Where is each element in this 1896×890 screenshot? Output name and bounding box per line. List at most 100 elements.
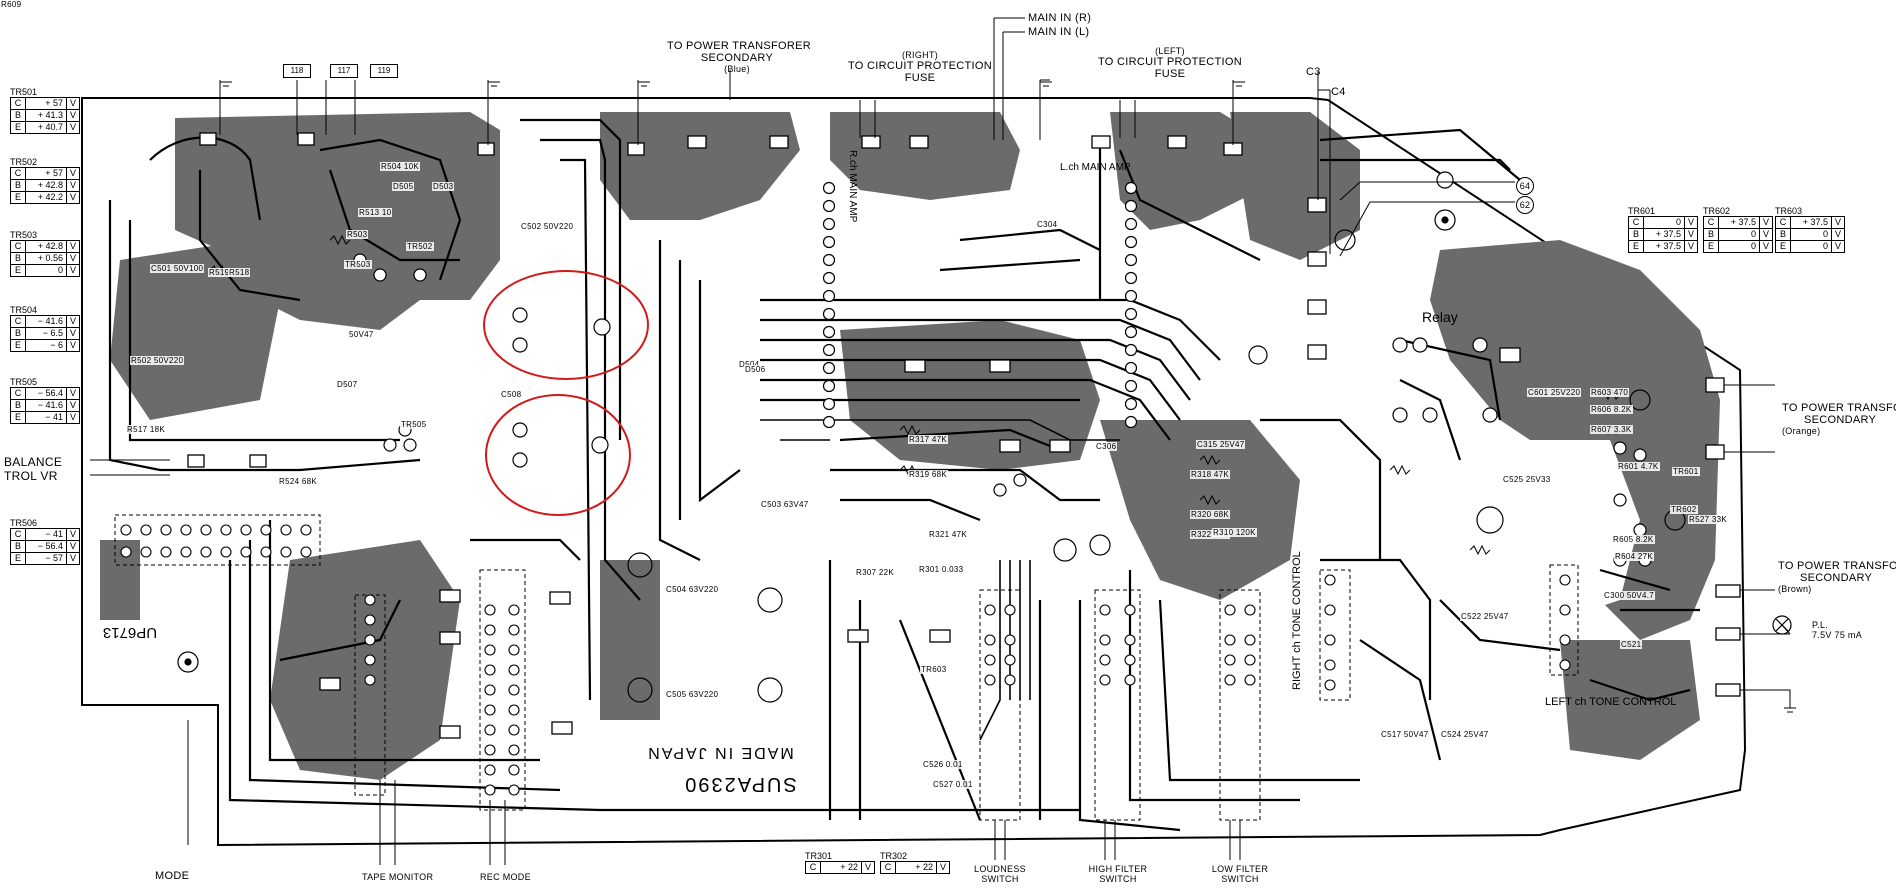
connector-terminals — [187, 132, 1741, 739]
voltage-value: − 41.6 — [25, 315, 67, 328]
component-label: R320 68K — [1190, 510, 1230, 519]
voltage-unit: V — [65, 540, 81, 553]
c3-label: C3 — [1306, 66, 1321, 78]
voltage-table-title: TR301 — [805, 851, 833, 861]
terminal-letter: E — [10, 191, 26, 204]
terminal-letter: C — [10, 315, 26, 328]
component-label: D504 — [738, 360, 761, 369]
voltage-unit: V — [65, 109, 81, 122]
terminal-letter: B — [10, 252, 26, 265]
tape-monitor-label: TAPE MONITOR — [362, 872, 434, 882]
relay-label: Relay — [1422, 309, 1458, 325]
component-label: R604 27K — [1614, 552, 1654, 561]
voltage-unit: V — [1830, 216, 1846, 229]
voltage-value: + 41.3 — [25, 109, 67, 122]
component-label: 50V47 — [348, 330, 375, 339]
voltage-value: − 6 — [25, 339, 67, 352]
connector-117: 117 — [330, 64, 358, 78]
voltage-unit: V — [1758, 240, 1774, 253]
voltage-unit: V — [65, 339, 81, 352]
right-main-amp: R.ch MAIN AMP — [847, 150, 858, 223]
component-label: D503 — [432, 182, 455, 191]
terminal-letter: B — [10, 109, 26, 122]
power-orange-line1: TO POWER TRANSFORM — [1782, 402, 1896, 414]
voltage-unit: V — [65, 167, 81, 180]
component-label: TR502 — [406, 242, 434, 251]
terminal-letter: C — [10, 167, 26, 180]
ic-pins-left-main — [1124, 181, 1138, 429]
voltage-value: + 37.5 — [1718, 216, 1760, 229]
component-label: R524 68K — [278, 477, 318, 486]
voltage-table-title: TR506 — [10, 518, 38, 528]
voltage-value: + 37.5 — [1643, 228, 1685, 241]
terminal-letter: B — [1703, 228, 1719, 241]
power-orange-line2: SECONDARY — [1804, 414, 1877, 426]
loudness-line1: LOUDNESS — [974, 864, 1026, 874]
component-label: C508 — [500, 390, 523, 399]
terminal-letter: B — [10, 179, 26, 192]
component-label: C525 25V33 — [1502, 475, 1552, 484]
terminal-letter: E — [10, 552, 26, 565]
voltage-unit: V — [65, 252, 81, 265]
board-code: SUPA2390 — [683, 773, 796, 795]
component-label: C304 — [1036, 220, 1059, 229]
component-label: R502 50V220 — [130, 356, 185, 365]
voltage-table-title: TR302 — [880, 851, 908, 861]
low-filter-line1: LOW FILTER — [1211, 864, 1269, 874]
lead-wires — [90, 17, 1791, 865]
voltage-unit: V — [1683, 228, 1699, 241]
terminal-letter: B — [10, 327, 26, 340]
component-label: TR603 — [920, 665, 948, 674]
terminal-letter: B — [1775, 228, 1791, 241]
terminal-letter: C — [10, 387, 26, 400]
terminal-letter: C — [880, 861, 896, 874]
red-circle-annotations — [483, 270, 649, 516]
voltage-value: 0 — [1790, 240, 1832, 253]
component-label: R504 10K — [380, 162, 420, 171]
component-label: R601 4.7K — [1617, 462, 1660, 471]
right-fuse-line1: (RIGHT) — [901, 50, 939, 60]
terminal-letter: C — [10, 240, 26, 253]
voltage-value: + 22 — [895, 861, 937, 874]
voltage-unit: V — [935, 861, 951, 874]
component-label: C306 — [1095, 442, 1118, 451]
voltage-value: 0 — [1718, 228, 1760, 241]
voltage-value: 0 — [1718, 240, 1760, 253]
right-fuse-label: (RIGHT) TO CIRCUIT PROTECTION FUSE — [830, 50, 1010, 84]
voltage-table-title: TR602 — [1703, 206, 1731, 216]
high-filter-line2: SWITCH — [1099, 874, 1137, 884]
power-brown-line3: (Brown) — [1778, 584, 1812, 594]
voltage-unit: V — [65, 179, 81, 192]
c4-label: C4 — [1331, 86, 1346, 98]
component-label: C526 0.01 — [922, 760, 964, 769]
main-in-l: MAIN IN (L) — [1028, 26, 1090, 38]
voltage-unit: V — [1830, 240, 1846, 253]
connector-119: 119 — [370, 64, 398, 78]
voltage-value: + 37.5 — [1643, 240, 1685, 253]
voltage-value: − 41 — [25, 528, 67, 541]
voltage-value: + 37.5 — [1790, 216, 1832, 229]
voltage-table-title: TR601 — [1628, 206, 1656, 216]
terminal-letter: B — [10, 540, 26, 553]
pilot-lamp-label: P.L. 7.5V 75 mA — [1812, 620, 1862, 640]
component-label: D506 — [744, 365, 767, 374]
component-label: R503 — [346, 230, 369, 239]
voltage-table-title: TR505 — [10, 377, 38, 387]
